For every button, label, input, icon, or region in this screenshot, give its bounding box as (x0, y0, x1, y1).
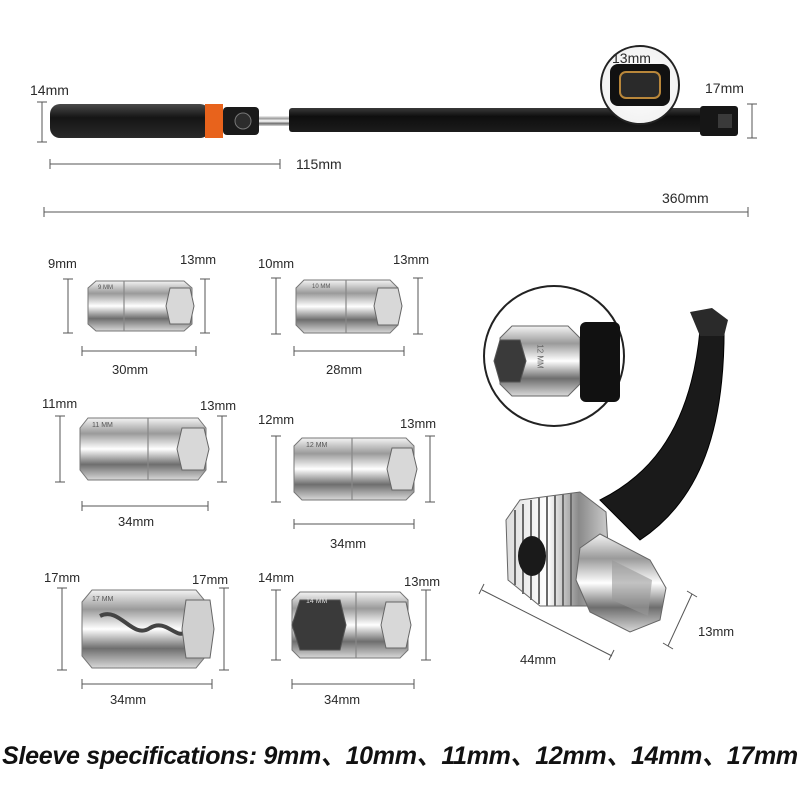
ratchet-length-label: 44mm (520, 652, 557, 667)
sleeve-4-right-dim: 13mm (400, 416, 437, 431)
sleeve-specifications-caption: Sleeve specifications: 9mm、10mm、11mm、12m… (2, 742, 798, 770)
sleeve-11mm (55, 415, 227, 511)
sleeve-5-length: 34mm (110, 692, 147, 707)
sleeve-1-engraving: 9 MM (98, 285, 113, 291)
ratchet-drive-label: 13mm (698, 624, 735, 639)
sleeve-1-right-dim: 13mm (180, 252, 217, 267)
sleeve-2-right-dim: 13mm (393, 252, 430, 267)
total-length-label: 360mm (662, 190, 709, 206)
sleeve-3-right-dim: 13mm (200, 398, 237, 413)
ratchet-head (478, 285, 728, 661)
sleeve-10mm (271, 277, 423, 356)
sleeve-9mm (63, 278, 210, 356)
sleeve-3-length: 34mm (118, 514, 155, 529)
sleeve-14mm (271, 589, 431, 689)
handle-length-label: 115mm (296, 156, 342, 172)
swivel-joint (259, 116, 291, 126)
sleeve-12mm (271, 435, 435, 529)
sleeve-4-length: 34mm (330, 536, 367, 551)
sleeve-1-left-dim: 9mm (48, 256, 77, 271)
sleeve-3-left-dim: 11mm (42, 396, 78, 411)
sleeve-17mm (57, 587, 229, 689)
sleeve-3-engraving: 11 MM (92, 422, 113, 429)
sleeve-2-left-dim: 10mm (258, 256, 295, 271)
sleeve-5-engraving: 17 MM (92, 596, 114, 603)
sleeve-4-engraving: 12 MM (306, 442, 328, 449)
sleeve-2-engraving: 10 MM (312, 284, 331, 290)
handle-grip (50, 104, 210, 138)
sleeve-1-length: 30mm (112, 362, 149, 377)
sleeve-5-right-dim: 17mm (192, 572, 229, 587)
handle-diameter-label: 14mm (30, 82, 69, 98)
extension-wrench (37, 45, 757, 217)
sleeve-6-length: 34mm (324, 692, 361, 707)
sleeve-6-engraving: 14 MM (306, 598, 328, 605)
sleeve-2-length: 28mm (326, 362, 363, 377)
end-width-label: 17mm (705, 80, 744, 96)
ratchet-inset-engraving: 12 MM (535, 344, 545, 369)
sleeve-5-left-dim: 17mm (44, 570, 81, 585)
sleeve-6-right-dim: 13mm (404, 574, 441, 589)
orange-collar (205, 104, 223, 138)
inset-socket-label: 13mm (612, 50, 651, 66)
sleeve-6-left-dim: 14mm (258, 570, 295, 585)
sleeve-4-left-dim: 12mm (258, 412, 295, 427)
